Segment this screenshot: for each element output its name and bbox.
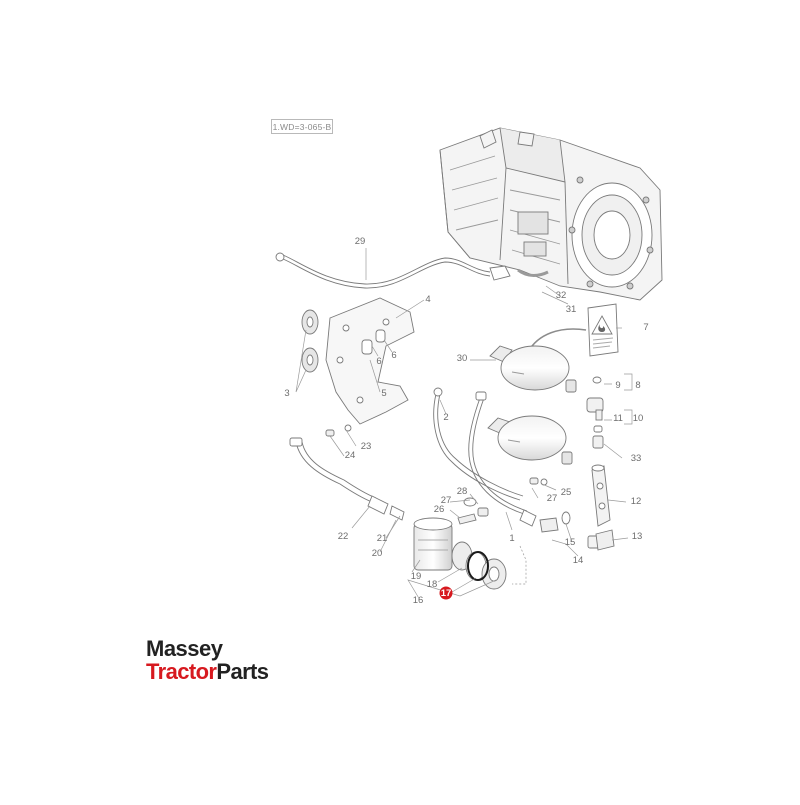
callout-23: 23 bbox=[361, 441, 372, 452]
callout-24: 24 bbox=[345, 450, 356, 461]
callout-2: 2 bbox=[443, 412, 448, 423]
callout-5: 5 bbox=[381, 388, 386, 399]
pipe-1 bbox=[468, 391, 537, 527]
filter-assembly bbox=[413, 517, 507, 590]
accumulator-30-upper bbox=[489, 345, 577, 393]
callout-13: 13 bbox=[632, 531, 643, 542]
fittings-8-11 bbox=[586, 376, 604, 449]
callout-9: 9 bbox=[615, 380, 620, 391]
callout-11: 11 bbox=[613, 413, 623, 424]
warning-decal-7 bbox=[587, 303, 619, 357]
hose-22 bbox=[289, 437, 405, 521]
accumulator-30-lower bbox=[487, 415, 573, 465]
o-ring-17-highlight bbox=[467, 551, 489, 581]
callout-1: 1 bbox=[509, 533, 514, 544]
transmission-housing bbox=[439, 127, 663, 301]
pipe-2 bbox=[433, 387, 524, 501]
hardware-23-28 bbox=[325, 424, 615, 551]
callout-33: 33 bbox=[631, 453, 642, 464]
callout-21: 21 bbox=[377, 533, 388, 544]
callout-18: 18 bbox=[427, 579, 438, 590]
mount-washers-3 bbox=[301, 309, 319, 373]
callout-12: 12 bbox=[631, 496, 642, 507]
callout-17-highlight bbox=[439, 586, 453, 600]
callout-10: 10 bbox=[633, 413, 644, 424]
pipe-29 bbox=[275, 252, 549, 289]
callout-29: 29 bbox=[355, 236, 366, 247]
callout-26: 26 bbox=[434, 504, 445, 515]
brand-logo-parts: Parts bbox=[216, 659, 269, 684]
callout-32: 32 bbox=[556, 290, 567, 301]
callout-3: 3 bbox=[284, 388, 289, 399]
callout-27b: 27 bbox=[547, 493, 558, 504]
callout-8: 8 bbox=[635, 380, 640, 391]
leader-lines bbox=[295, 248, 633, 601]
callout-20: 20 bbox=[372, 548, 383, 559]
callout-19: 19 bbox=[411, 571, 422, 582]
diagram-reference-label: 1.WD=3-065-B bbox=[271, 119, 333, 134]
brand-logo-line2: TractorParts bbox=[146, 659, 269, 684]
brand-logo-tractor: Tractor bbox=[146, 659, 217, 684]
callout-6a: 6 bbox=[376, 356, 381, 367]
callout-6b: 6 bbox=[391, 350, 396, 361]
callout-27a: 27 bbox=[441, 495, 452, 506]
callout-4: 4 bbox=[425, 294, 430, 305]
brand-logo-line1: Massey bbox=[146, 636, 223, 661]
callout-16: 16 bbox=[413, 595, 424, 606]
callout-15: 15 bbox=[565, 537, 576, 548]
callout-22: 22 bbox=[338, 531, 349, 542]
callout-30: 30 bbox=[457, 353, 468, 364]
callout-14: 14 bbox=[573, 555, 584, 566]
brand-logo: Massey TractorParts bbox=[146, 638, 306, 686]
manifold-12 bbox=[587, 464, 611, 549]
callout-31: 31 bbox=[566, 304, 577, 315]
callout-25: 25 bbox=[561, 487, 572, 498]
callout-17: 17 bbox=[441, 588, 452, 599]
callout-7: 7 bbox=[643, 322, 648, 333]
callout-28: 28 bbox=[457, 486, 468, 497]
